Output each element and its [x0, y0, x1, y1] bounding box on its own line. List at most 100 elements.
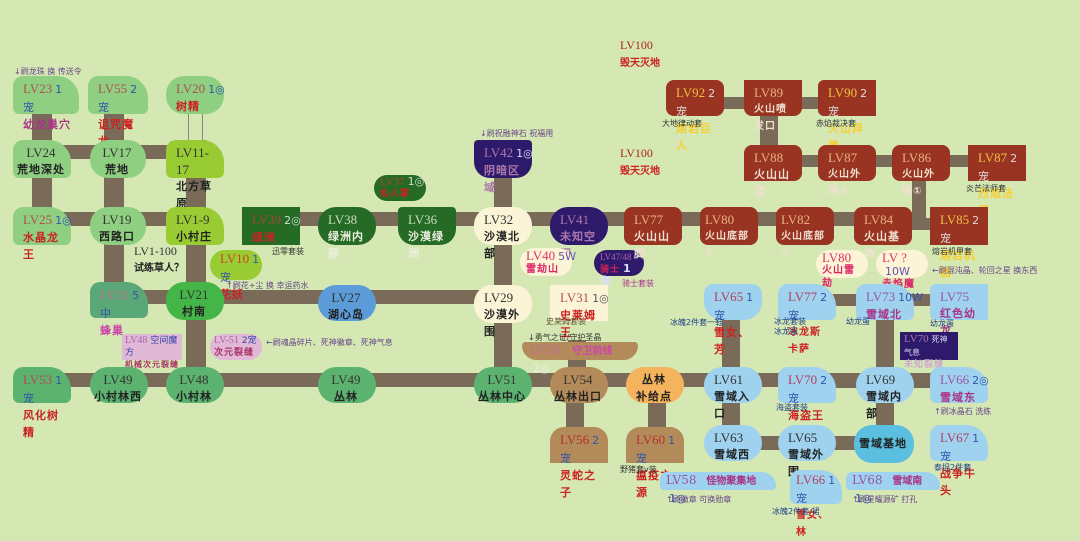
node-level: LV60 [636, 432, 666, 447]
map-node-lv82[interactable]: LV82 火山底部② [776, 207, 834, 259]
node-name: 火山底部② [781, 231, 825, 259]
node-level: LV66 [940, 372, 970, 387]
map-node-lv61[interactable]: LV61 雪域入口 [704, 367, 762, 420]
map-node-lv27[interactable]: LV27 湖心岛 [318, 285, 376, 321]
map-node-lv58-monsters[interactable]: LV58 怪物聚集地 1◎ [660, 472, 776, 505]
map-node-lv24[interactable]: LV24 荒地深处 [13, 140, 71, 178]
map-node-lv54[interactable]: LV54 丛林出口 [550, 367, 608, 403]
node-level: LV20 [176, 81, 206, 96]
map-node-lv89[interactable]: LV89 火山喷发口 [744, 80, 802, 132]
note-medal: ↑刷徽章 可换勋章 [666, 495, 732, 504]
map-node-lv36[interactable]: LV36 沙漠绿洲 [398, 207, 456, 260]
node-name: 沙漠绿洲 [408, 230, 444, 260]
map-node-lv77[interactable]: LV77 火山山脚 [624, 207, 682, 260]
map-node-lv69[interactable]: LV69 雪域内部 [856, 367, 914, 420]
map-node-jungle-supply[interactable]: 丛林 补给点 [626, 367, 684, 403]
node-name: 小村林西 [94, 390, 142, 403]
map-node-lv17[interactable]: LV17 荒地 [90, 140, 146, 178]
map-node-lv63[interactable]: LV63 雪域西 [704, 425, 762, 461]
node-name: 冰龙斯卡萨 [788, 327, 821, 355]
map-node-lv80-thunder[interactable]: LV80 火山雷劫 [816, 250, 868, 289]
map-node-lv19[interactable]: LV19 西路口 [90, 207, 146, 245]
pet-icon: 2宠 [98, 83, 138, 114]
map-node-lv75[interactable]: LV75 红色幼龙 [930, 284, 988, 337]
map-node-lv84[interactable]: LV84 火山基地 [854, 207, 912, 260]
dummy-name: 试练草人？ [134, 263, 184, 274]
map-node-lv65-outer[interactable]: LV65 雪域外围 [778, 425, 836, 478]
connector-line [188, 100, 189, 140]
note-courage: ↓勇气之证/守护圣晶 [528, 333, 602, 342]
boss-icon: 10W [898, 291, 924, 304]
map-node-snow-base[interactable]: 雪域基地 [854, 425, 914, 463]
node-name: 补给点 [636, 390, 672, 403]
node-level: LV17 [102, 145, 132, 160]
node-level: LV56 [560, 432, 590, 447]
note-mecha-set: 熔岩机甲套 [932, 247, 972, 256]
map-node-lv51[interactable]: LV51 丛林中心 [474, 367, 532, 403]
map-node-lv29[interactable]: LV29 沙漠外围 [474, 285, 532, 338]
map-node-lv-unknown[interactable]: LV ?10W 赤焰魔尊 [876, 250, 928, 303]
map-node-lv21[interactable]: LV21 村南 [166, 282, 224, 320]
node-name: 雪域内部 [866, 390, 902, 420]
node-level: LV82 [781, 212, 811, 227]
map-node-lv58-frontline[interactable]: LV58 守卫前线 2◎ [522, 342, 638, 375]
node-level: LV47/48 [600, 252, 632, 262]
node-name: 火山喷发口 [754, 104, 787, 132]
map-node-lv41[interactable]: LV41 未知空间 [550, 207, 608, 260]
node-level: LV-51 [214, 335, 239, 346]
node-level: LV49 [331, 372, 361, 387]
node-name: 怪物聚集地 [706, 476, 757, 487]
map-node-lv49[interactable]: LV49 丛林 [318, 367, 376, 403]
node-level: LV87 [828, 150, 858, 165]
map-node-lv49-west[interactable]: LV49 小村林西 [90, 367, 148, 403]
note-ice-2pc: 冰魄2件套一鞋 [670, 318, 724, 327]
node-level: LV48 [179, 372, 209, 387]
map-node-lv48[interactable]: LV48 小村林 [166, 367, 224, 403]
map-node-lv11-17[interactable]: LV11-17 北方草原 [166, 140, 224, 210]
node-name: 西路口 [99, 230, 135, 243]
node-name: 风化树精 [23, 409, 59, 439]
note-earth-set: 大地律动套 [662, 119, 702, 128]
map-node-lv86[interactable]: LV86 火山外围① [892, 145, 950, 197]
map-node-lv68[interactable]: LV68 雪域南 1◎ [846, 472, 940, 505]
map-node-lv87-outer2[interactable]: LV87 火山外围② [818, 145, 876, 197]
skull-icon: 死神气息 [904, 335, 948, 357]
map-node-lv88[interactable]: LV88 火山山顶 [744, 145, 802, 198]
map-node-lv1-9[interactable]: LV1-9 小村庄 [166, 207, 224, 245]
node-name: 树精 [176, 100, 200, 113]
node-name: 火山山顶 [754, 168, 790, 198]
map-node-lv38[interactable]: LV38 绿洲内部 [318, 207, 376, 260]
map-node-lv32[interactable]: LV32 沙漠北部 [474, 207, 532, 260]
node-name: 雪女、芳 [714, 326, 750, 356]
map-node-lv80-bottom1[interactable]: LV80 火山底部① [700, 207, 758, 259]
